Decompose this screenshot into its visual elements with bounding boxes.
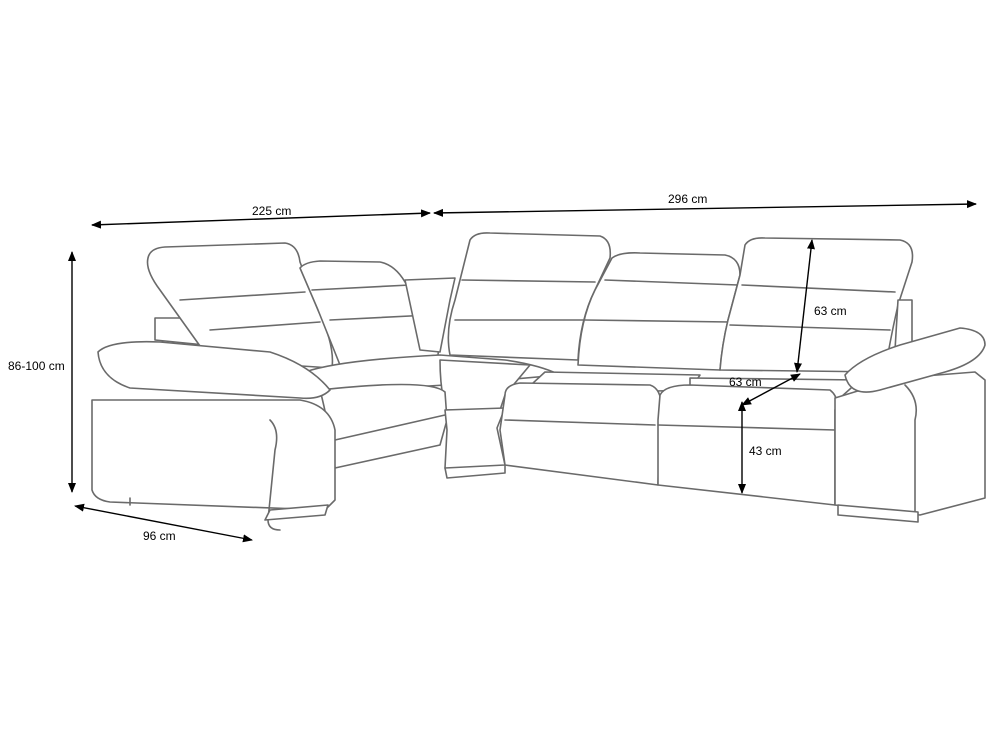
dimension-backrest-height: 63 cm — [814, 304, 847, 318]
dimension-depth: 96 cm — [143, 529, 176, 543]
dimension-seat-depth: 63 cm — [729, 375, 762, 389]
dimension-height: 86-100 cm — [8, 359, 65, 373]
dimension-arrows — [68, 200, 977, 543]
sofa-outline — [91, 232, 986, 531]
dimension-seat-height: 43 cm — [749, 444, 782, 458]
dimension-left-length: 225 cm — [252, 204, 292, 218]
dimension-right-length: 296 cm — [668, 192, 708, 206]
